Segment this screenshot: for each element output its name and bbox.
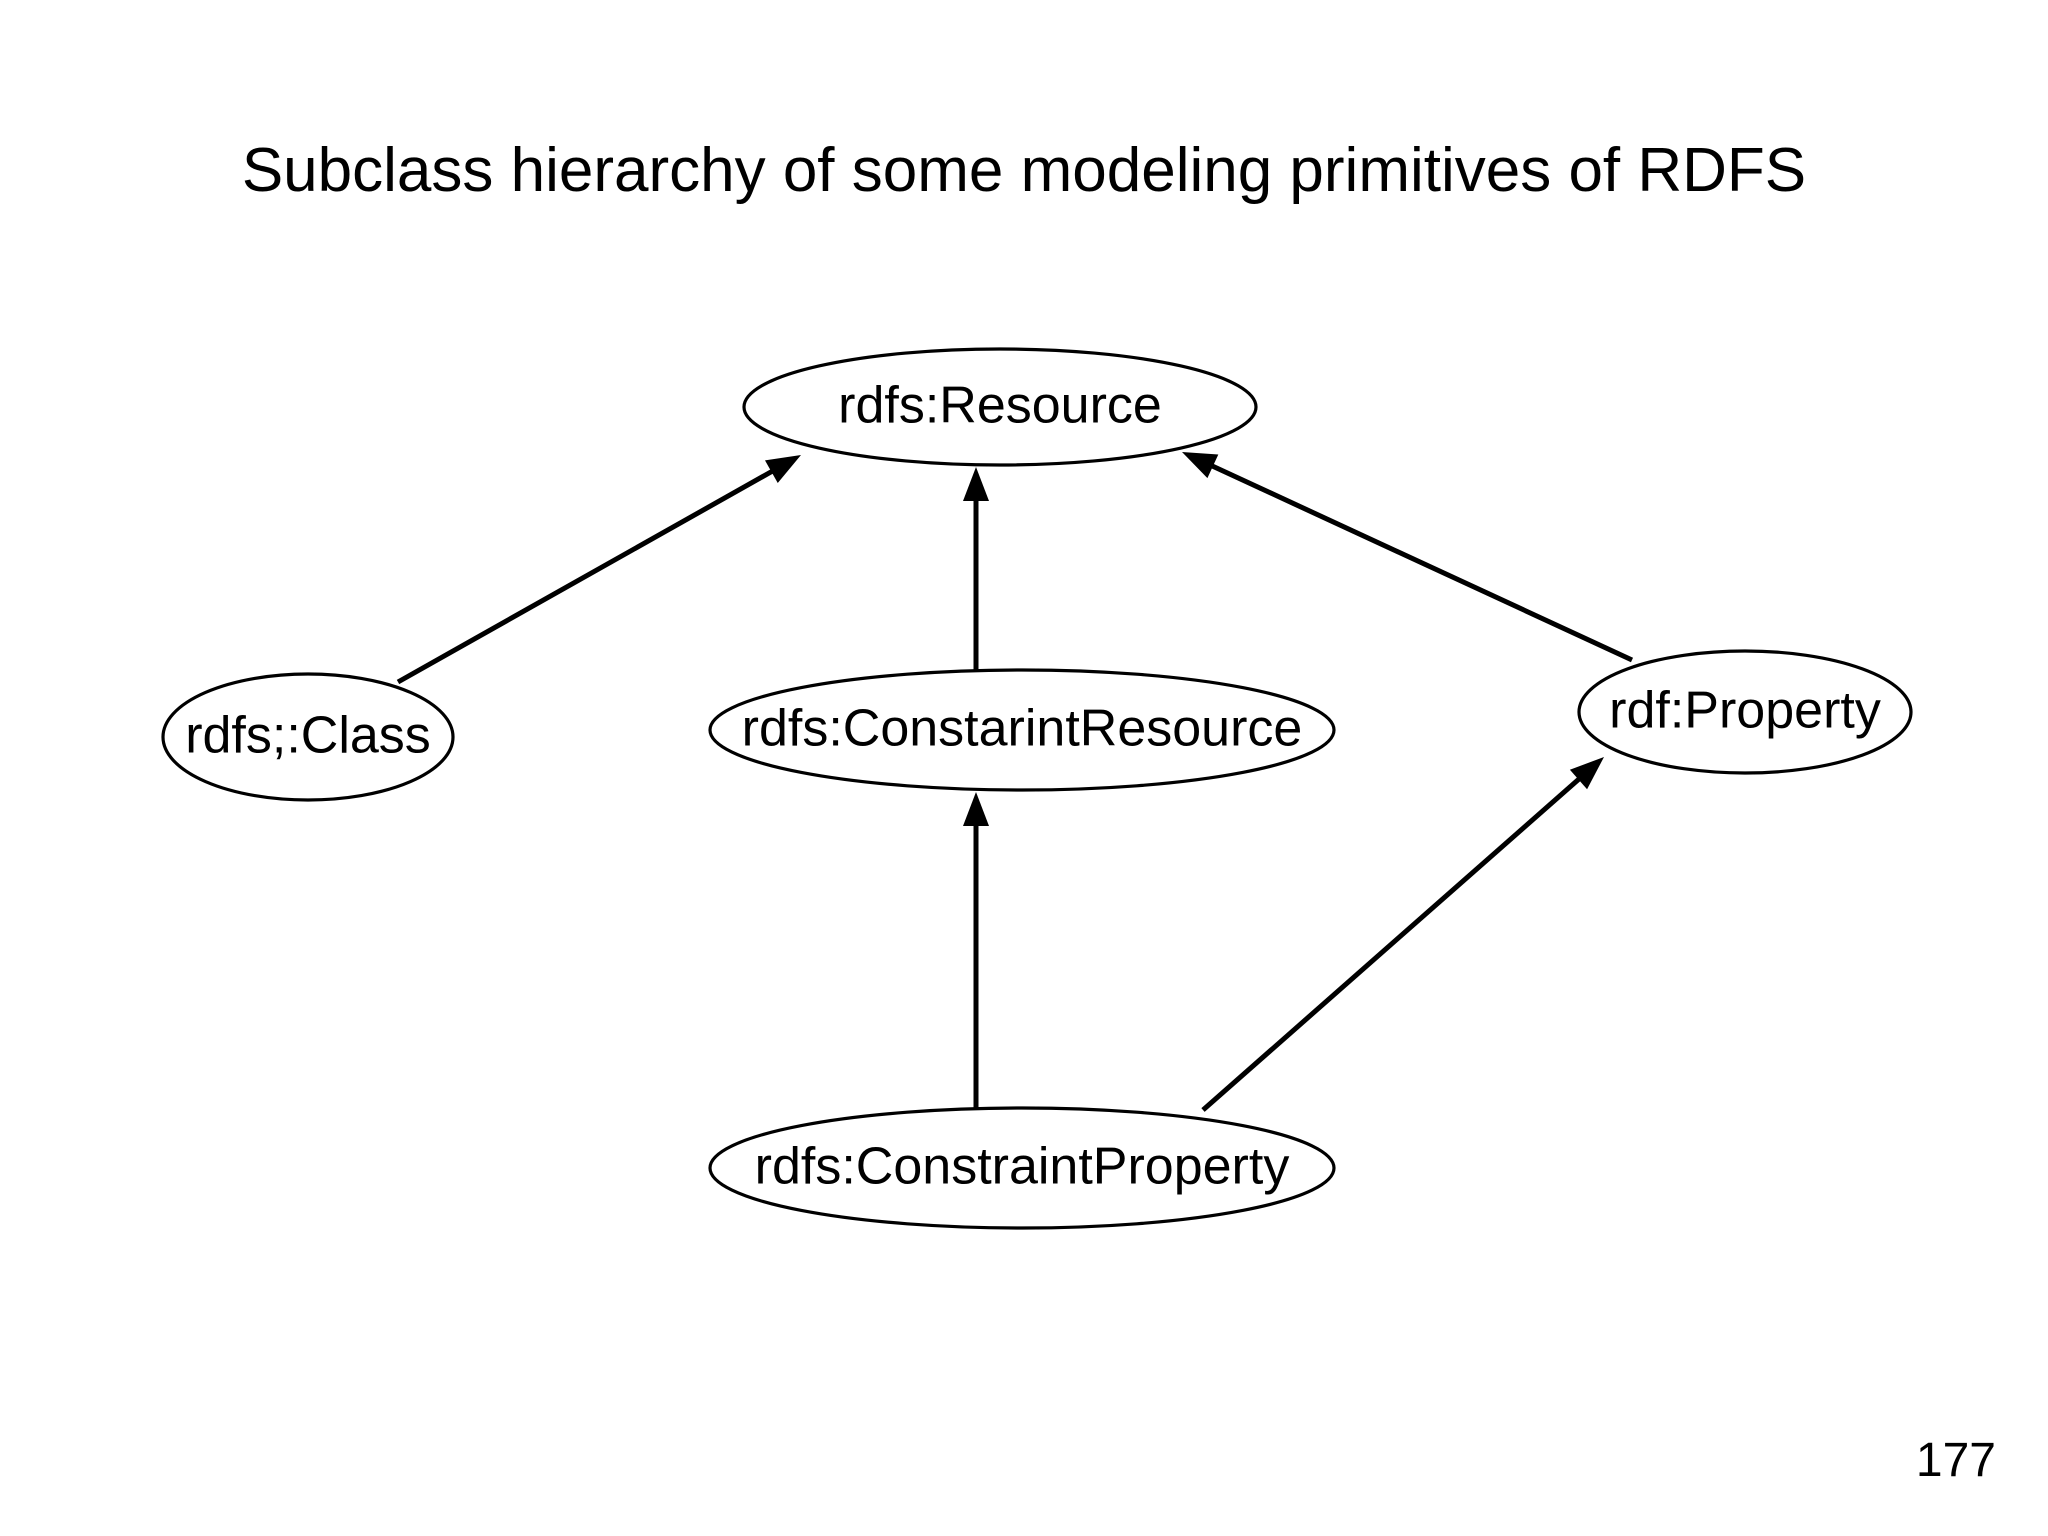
- subclass-arrow: [396, 455, 801, 685]
- page-number: 177: [1915, 1434, 1996, 1487]
- node-ellipse: [742, 347, 1258, 467]
- node-label: rdfs:Resource: [838, 377, 1162, 435]
- node-ellipse: [1577, 649, 1913, 775]
- node-label: rdfs:ConstarintResource: [742, 700, 1303, 758]
- node-rdfs-resource[interactable]: rdfs:Resource: [742, 347, 1258, 467]
- nodes-group: rdfs:Resource rdfs;:Class rdfs:ConstarintR…: [161, 347, 1913, 1230]
- arrow-head-icon: [1569, 757, 1604, 790]
- node-label: rdf:Property: [1609, 682, 1881, 740]
- node-rdfs-constraintproperty[interactable]: rdfs:ConstraintProperty: [708, 1106, 1336, 1230]
- subclass-arrow: [1201, 757, 1604, 1112]
- arrow-shaft: [1201, 773, 1585, 1112]
- node-label: rdfs;:Class: [185, 707, 431, 765]
- node-rdfs-class[interactable]: rdfs;:Class: [161, 672, 455, 802]
- arrow-head-icon: [963, 467, 989, 501]
- subclass-arrow: [963, 467, 989, 672]
- arrow-shaft: [396, 466, 778, 685]
- arrow-shaft: [1206, 461, 1634, 663]
- arrow-head-icon: [1182, 452, 1219, 479]
- node-ellipse: [708, 668, 1336, 792]
- page-title: Subclass hierarchy of some modeling prim…: [241, 136, 1807, 205]
- node-rdf-property[interactable]: rdf:Property: [1577, 649, 1913, 775]
- arrow-head-icon: [764, 455, 801, 484]
- edges-group: [396, 452, 1634, 1112]
- node-ellipse: [161, 672, 455, 802]
- subclass-arrow: [963, 792, 989, 1110]
- subclass-arrow: [1182, 452, 1634, 663]
- node-label: rdfs:ConstraintProperty: [755, 1138, 1290, 1196]
- arrow-head-icon: [963, 792, 989, 826]
- node-rdfs-constarintresource[interactable]: rdfs:ConstarintResource: [708, 668, 1336, 792]
- node-ellipse: [708, 1106, 1336, 1230]
